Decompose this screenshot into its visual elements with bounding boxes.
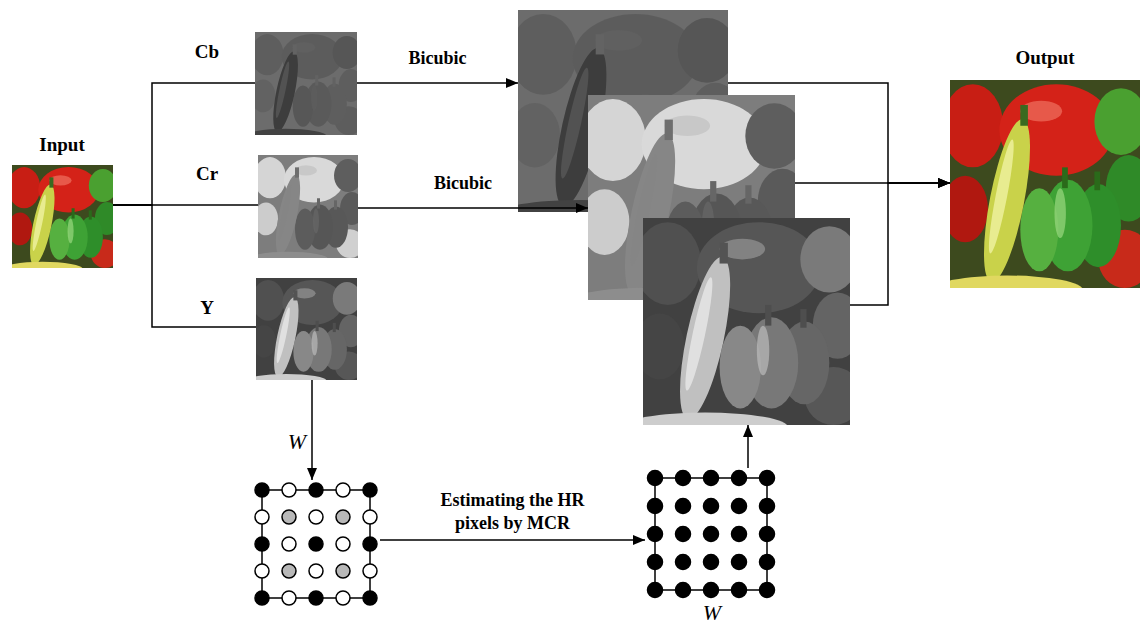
connector-arrow [113,83,255,205]
connector-arrow [380,539,645,541]
window-label: W [703,600,721,626]
connector-arrow [357,82,518,84]
cb-image [245,32,363,143]
panel-label: Cr [196,163,218,186]
image-panel [643,218,850,425]
image-panel: Y [256,278,357,380]
image-panel [588,95,795,300]
image-panel: Cb [255,32,357,135]
connector-arrow [311,380,313,480]
connector-arrow [113,205,256,327]
lr-pixel-grid [255,483,377,605]
image-panel: Output [950,80,1140,288]
pixel-grid: W [645,468,777,600]
image-panel: Cr [258,155,358,258]
connector-arrow [358,207,588,209]
output-image [931,80,1143,305]
edge-label: Estimating the HR pixels by MCR [423,489,603,534]
connector-arrow [728,83,950,183]
image-panel [518,10,728,212]
panel-label: Output [1015,47,1074,70]
y-image [246,278,363,388]
panel-label: Input [39,134,84,157]
connector-arrow [850,183,950,305]
cr-image [248,155,364,266]
input-image [2,165,119,276]
panel-label: Cb [195,41,219,64]
edge-label: Bicubic [434,172,492,195]
image-panel: Input [12,165,113,268]
upscaled-y-image [622,218,862,442]
connector-arrow [747,425,749,468]
panel-label: Y [200,297,214,320]
edge-label: Bicubic [408,47,466,70]
window-label: W [288,429,306,455]
pixel-grid: W [252,480,380,608]
hr-pixel-grid [648,471,775,598]
